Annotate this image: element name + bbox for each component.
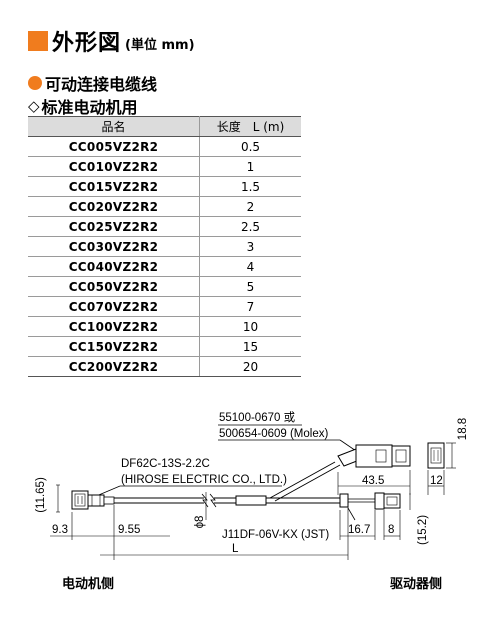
motor-connector-label-1: DF62C-13S-2.2C bbox=[121, 458, 210, 470]
drive-connector bbox=[337, 444, 411, 468]
length-cell: 7 bbox=[199, 296, 301, 317]
dim-9-3: 9.3 bbox=[52, 524, 68, 536]
section-cable-label: 可动连接电缆线 bbox=[45, 75, 158, 94]
dim-phi8: ϕ8 bbox=[194, 516, 206, 529]
header-product: 品名 bbox=[28, 116, 200, 137]
length-cell: 4 bbox=[199, 256, 301, 277]
dim-L: L bbox=[232, 543, 239, 555]
length-cell: 2.5 bbox=[199, 216, 301, 237]
drive-side-label: 驱动器侧 bbox=[390, 577, 443, 592]
length-cell: 2 bbox=[199, 196, 301, 217]
title-text: 外形図 bbox=[52, 31, 122, 56]
product-cell: CC050VZ2R2 bbox=[28, 276, 200, 297]
header-length: 长度 L (m) bbox=[199, 116, 301, 137]
dim-16-7: 16.7 bbox=[348, 524, 370, 536]
dim-9-55: 9.55 bbox=[118, 524, 140, 536]
product-cell: CC025VZ2R2 bbox=[28, 216, 200, 237]
dim-43-5: 43.5 bbox=[362, 475, 384, 487]
section-cable: 可动连接电缆线 bbox=[28, 71, 157, 95]
drive-connector-label-2: 500654-0609 (Molex) bbox=[219, 428, 328, 440]
length-cell: 10 bbox=[199, 316, 301, 337]
product-cell: CC030VZ2R2 bbox=[28, 236, 200, 257]
product-cell: CC200VZ2R2 bbox=[28, 356, 200, 377]
length-cell: 5 bbox=[199, 276, 301, 297]
cable-body bbox=[114, 461, 375, 508]
section-standard: ◇ 标准电动机用 bbox=[28, 94, 138, 118]
product-cell: CC020VZ2R2 bbox=[28, 196, 200, 217]
dim-12: 12 bbox=[430, 475, 443, 487]
table-header-row: 品名 长度 L (m) bbox=[28, 116, 301, 137]
bullet-dot-icon bbox=[28, 76, 42, 90]
motor-connector-label-2: (HIROSE ELECTRIC CO., LTD.) bbox=[121, 474, 287, 486]
title-marker bbox=[28, 31, 48, 51]
length-cell: 20 bbox=[199, 356, 301, 377]
product-cell: CC150VZ2R2 bbox=[28, 336, 200, 357]
drive-connector-end-view bbox=[427, 442, 445, 469]
dim-11-65: (11.65) bbox=[35, 477, 47, 513]
length-cell: 1 bbox=[199, 156, 301, 177]
length-cell: 0.5 bbox=[199, 136, 301, 157]
product-cell: CC100VZ2R2 bbox=[28, 316, 200, 337]
length-cell: 3 bbox=[199, 236, 301, 257]
motor-side-label: 电动机侧 bbox=[62, 577, 115, 592]
dim-8: 8 bbox=[388, 524, 394, 536]
product-cell: CC015VZ2R2 bbox=[28, 176, 200, 197]
cable-drawing: 55100-0670 或 500654-0609 (Molex) DF62C-1… bbox=[35, 411, 469, 560]
section-standard-label: 标准电动机用 bbox=[41, 98, 138, 117]
dim-15-2: (15.2) bbox=[417, 515, 429, 545]
product-cell: CC010VZ2R2 bbox=[28, 156, 200, 177]
jst-connector-label: J11DF-06V-KX (JST) bbox=[222, 529, 329, 541]
product-cell: CC005VZ2R2 bbox=[28, 136, 200, 157]
unit-label: (単位 mm) bbox=[125, 37, 195, 53]
diamond-icon: ◇ bbox=[28, 96, 40, 115]
page-title: 外形図 (単位 mm) bbox=[28, 28, 195, 56]
dim-18-8: 18.8 bbox=[457, 418, 469, 440]
length-cell: 15 bbox=[199, 336, 301, 357]
length-cell: 1.5 bbox=[199, 176, 301, 197]
product-cell: CC040VZ2R2 bbox=[28, 256, 200, 277]
drive-connector-label-1: 55100-0670 或 bbox=[219, 411, 296, 424]
product-cell: CC070VZ2R2 bbox=[28, 296, 200, 317]
motor-connector bbox=[71, 490, 115, 510]
jst-connector bbox=[374, 492, 401, 510]
